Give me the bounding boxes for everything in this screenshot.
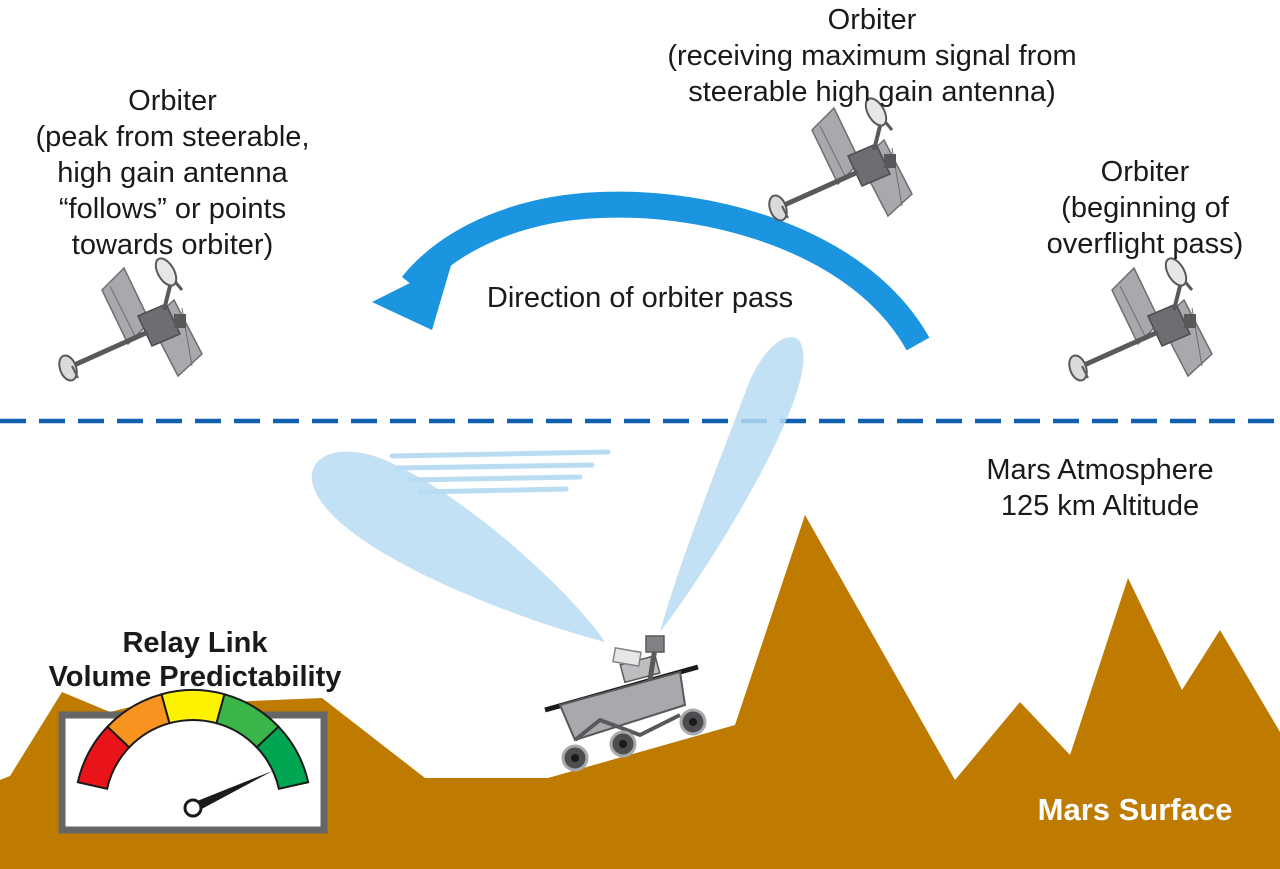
label-line: (peak from steerable, bbox=[35, 121, 310, 153]
orbiter-top-label: Orbiter (receiving maximum signal from s… bbox=[612, 2, 1132, 110]
label-line: Mars Surface bbox=[1037, 792, 1233, 827]
label-line: Orbiter bbox=[1100, 156, 1190, 188]
label-line: towards orbiter) bbox=[71, 229, 274, 261]
label-line: Relay Link bbox=[122, 627, 268, 659]
surface-label: Mars Surface bbox=[1000, 792, 1270, 828]
gauge-segment bbox=[160, 689, 226, 725]
direction-arrow bbox=[372, 191, 930, 351]
orbiter-icon bbox=[56, 255, 202, 383]
label-line: high gain antenna bbox=[57, 157, 288, 189]
label-line: 125 km Altitude bbox=[1000, 490, 1200, 522]
orbiter-icon bbox=[1066, 255, 1212, 383]
antenna-beam-left bbox=[311, 451, 605, 642]
label-line: Orbiter bbox=[827, 4, 917, 36]
motion-streaks bbox=[389, 449, 611, 495]
label-line: Orbiter bbox=[128, 85, 217, 117]
direction-label: Direction of orbiter pass bbox=[430, 280, 850, 316]
orbiter-left-label: Orbiter (peak from steerable, high gain … bbox=[0, 83, 345, 263]
meter-title: Relay Link Volume Predictability bbox=[10, 626, 380, 694]
label-line: “follows” or points bbox=[58, 193, 287, 225]
label-line: overflight pass) bbox=[1046, 228, 1244, 260]
orbiter-right-label: Orbiter (beginning of overflight pass) bbox=[1020, 154, 1270, 262]
gauge-segment bbox=[255, 725, 310, 790]
label-line: steerable high gain antenna) bbox=[688, 76, 1056, 108]
orbiter-icon bbox=[766, 95, 912, 223]
label-line: (beginning of bbox=[1061, 192, 1229, 224]
label-line: Volume Predictability bbox=[48, 661, 342, 693]
atmosphere-label: Mars Atmosphere 125 km Altitude bbox=[950, 452, 1250, 524]
antenna-beam-up bbox=[660, 337, 804, 632]
gauge-icon bbox=[58, 689, 328, 834]
label-line: (receiving maximum signal from bbox=[667, 40, 1077, 72]
label-line: Direction of orbiter pass bbox=[486, 282, 794, 314]
label-line: Mars Atmosphere bbox=[986, 454, 1214, 486]
gauge-needle bbox=[190, 770, 273, 813]
rover-icon bbox=[544, 635, 707, 772]
